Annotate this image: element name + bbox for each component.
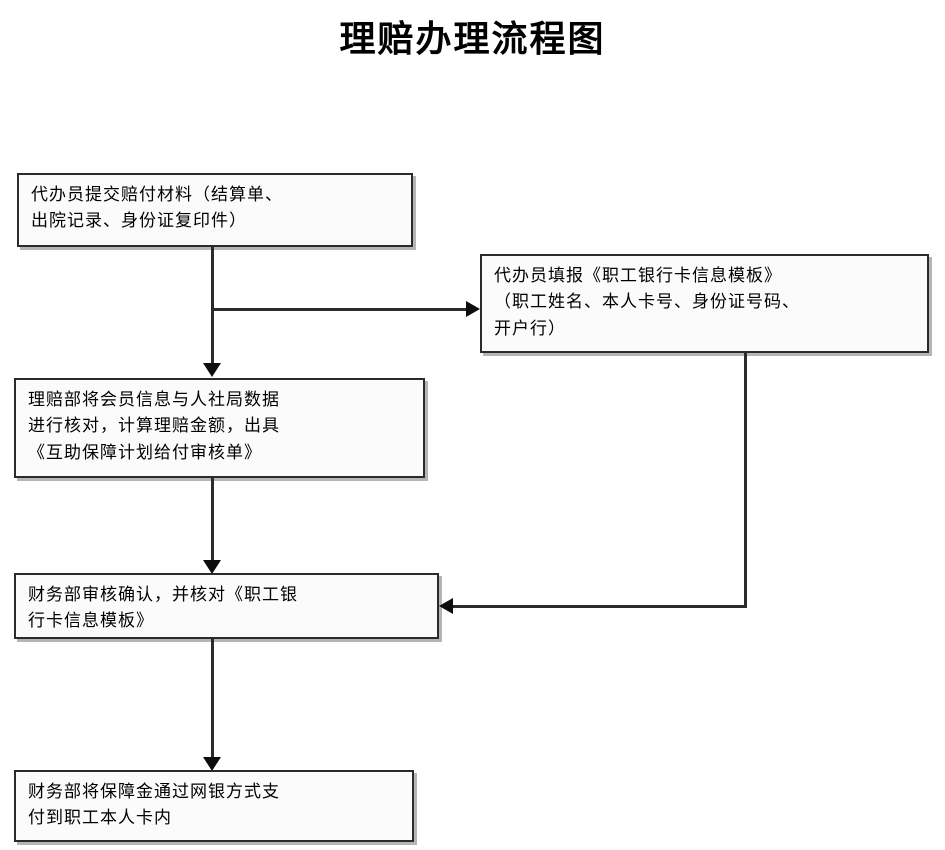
edge-node1-to-node3-arrowhead [203, 363, 221, 377]
node-2-text: 代办员填报《职工银行卡信息模板》 （职工姓名、本人卡号、身份证号码、 开户行） [494, 266, 800, 339]
node-4-text: 财务部审核确认，并核对《职工银 行卡信息模板》 [28, 585, 298, 632]
node-fill-bank-card-template[interactable]: 代办员填报《职工银行卡信息模板》 （职工姓名、本人卡号、身份证号码、 开户行） [480, 254, 929, 353]
edge-node1-to-node2-arrowhead [466, 301, 480, 317]
edge-node1-to-node2-line [211, 308, 469, 311]
node-5-text: 财务部将保障金通过网银方式支 付到职工本人卡内 [28, 782, 280, 829]
edge-node2-to-node4-hline [452, 605, 747, 608]
edge-node3-to-node4-arrowhead [203, 560, 221, 574]
edge-node1-to-node3-line [211, 247, 214, 364]
edge-node4-to-node5-line [211, 639, 214, 760]
edge-node2-to-node4-arrowhead [439, 598, 453, 614]
node-3-text: 理赔部将会员信息与人社局数据 进行核对，计算理赔金额，出具 《互助保障计划给付审… [28, 390, 280, 463]
edge-node3-to-node4-line [211, 478, 214, 562]
page-title: 理赔办理流程图 [339, 19, 606, 60]
node-finance-dept-review-confirm[interactable]: 财务部审核确认，并核对《职工银 行卡信息模板》 [14, 573, 439, 639]
node-1-text: 代办员提交赔付材料（结算单、 出院记录、身份证复印件） [31, 185, 283, 232]
node-claims-dept-verify-calculate[interactable]: 理赔部将会员信息与人社局数据 进行核对，计算理赔金额，出具 《互助保障计划给付审… [14, 378, 425, 478]
node-finance-dept-online-bank-payment[interactable]: 财务部将保障金通过网银方式支 付到职工本人卡内 [14, 770, 414, 842]
node-submit-claim-materials[interactable]: 代办员提交赔付材料（结算单、 出院记录、身份证复印件） [17, 173, 413, 247]
edge-node4-to-node5-arrowhead [203, 757, 221, 771]
edge-node2-to-node4-vline [744, 353, 747, 607]
